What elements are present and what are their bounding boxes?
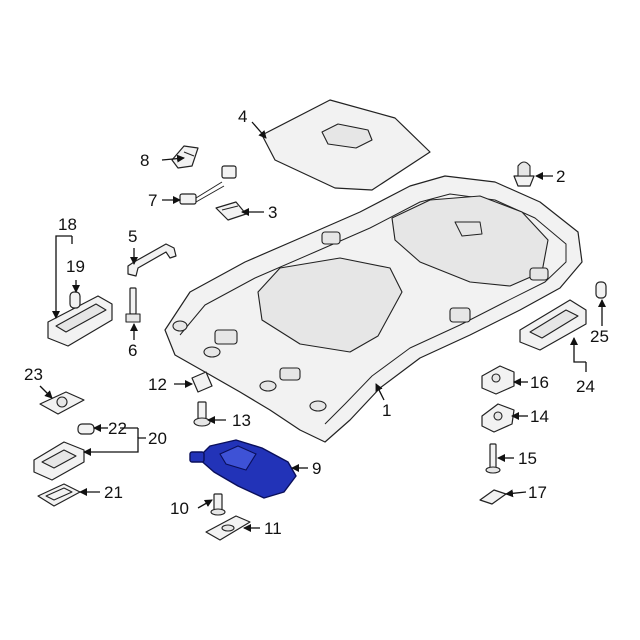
callout-10: 10 xyxy=(170,499,189,518)
rear-lamp-24 xyxy=(519,281,607,351)
callout-24: 24 xyxy=(576,377,595,396)
callout-1: 1 xyxy=(382,401,391,420)
sun-visor-9[interactable] xyxy=(189,439,297,499)
lamp-assembly-18 xyxy=(47,291,113,347)
lens-part-21 xyxy=(37,483,81,507)
console-part-20 xyxy=(33,423,95,481)
callout-3: 3 xyxy=(268,203,277,222)
bulb-part-22 xyxy=(77,423,95,435)
callout-8: 8 xyxy=(140,151,149,170)
bolt-part-15 xyxy=(485,443,501,474)
clip-part-12 xyxy=(191,371,213,393)
callout-6: 6 xyxy=(128,341,137,360)
screw-part-13 xyxy=(193,401,211,427)
clip-part-2 xyxy=(513,161,535,187)
bracket-part-3 xyxy=(215,201,247,221)
bracket-part-16 xyxy=(481,365,515,395)
callout-7: 7 xyxy=(148,191,157,210)
callout-20: 20 xyxy=(148,429,167,448)
bulb-part-19 xyxy=(69,291,81,309)
wire-harness-7 xyxy=(179,165,237,205)
bracket-part-14 xyxy=(481,403,515,433)
clip-part-11 xyxy=(205,515,251,541)
callout-5: 5 xyxy=(128,227,137,246)
grab-handle-5 xyxy=(127,243,177,277)
headliner xyxy=(164,175,583,443)
callout-11: 11 xyxy=(264,519,282,538)
callout-23: 23 xyxy=(24,365,43,384)
callout-25: 25 xyxy=(590,327,609,346)
screw-part-10 xyxy=(210,493,226,516)
callout-9: 9 xyxy=(312,459,321,478)
callout-22: 22 xyxy=(108,419,127,438)
callout-12: 12 xyxy=(148,375,167,394)
callout-16: 16 xyxy=(530,373,549,392)
mount-part-23 xyxy=(39,391,85,415)
bracket-part-8 xyxy=(171,145,199,169)
callout-4: 4 xyxy=(238,107,247,126)
bulb-part-25 xyxy=(595,281,607,299)
callout-14: 14 xyxy=(530,407,549,426)
sunroof-panel xyxy=(261,99,431,191)
callout-17: 17 xyxy=(528,483,547,502)
callout-13: 13 xyxy=(232,411,251,430)
callout-21: 21 xyxy=(104,483,123,502)
callout-18: 18 xyxy=(58,215,77,234)
callout-15: 15 xyxy=(518,449,537,468)
callout-2: 2 xyxy=(556,167,565,186)
bolt-part-6 xyxy=(125,287,141,323)
clip-part-17 xyxy=(479,489,507,505)
callout-19: 19 xyxy=(66,257,85,276)
leader-lines xyxy=(39,121,606,532)
callout-labels: 1 2 3 4 5 6 7 8 9 10 11 12 13 14 15 16 1… xyxy=(24,107,609,538)
